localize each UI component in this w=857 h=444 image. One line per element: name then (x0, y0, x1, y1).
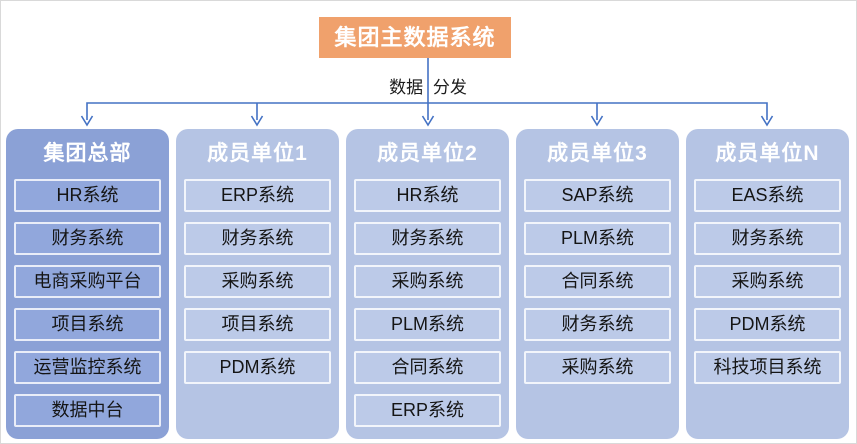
unit-column-1: 集团总部 HR系统财务系统电商采购平台项目系统运营监控系统数据中台 (6, 129, 169, 439)
arrowhead-icon (421, 115, 435, 127)
unit-column-3: 成员单位2 HR系统财务系统采购系统 PLM系统合同系统 ERP系统 (346, 129, 509, 439)
columns-container: 集团总部 HR系统财务系统电商采购平台项目系统运营监控系统数据中台 成员单位1 … (6, 129, 849, 439)
unit-column-header: 成员单位3 (547, 142, 648, 165)
system-item: ERP系统 (354, 394, 501, 427)
system-item: 财务系统 (14, 222, 161, 255)
unit-column-4: 成员单位3 SAP系统 PLM系统合同系统财务系统采购系统 (516, 129, 679, 439)
connector-horizontal-bar (86, 102, 768, 120)
unit-column-5: 成员单位N EAS系统财务系统采购系统 PDM系统科技项目系统 (686, 129, 849, 439)
system-item: 电商采购平台 (14, 265, 161, 298)
system-item: HR系统 (354, 179, 501, 212)
system-item: HR系统 (14, 179, 161, 212)
system-item: 项目系统 (14, 308, 161, 341)
system-item: 项目系统 (184, 308, 331, 341)
system-item: 采购系统 (694, 265, 841, 298)
system-item: 财务系统 (694, 222, 841, 255)
unit-column-2: 成员单位1 ERP系统财务系统采购系统项目系统 PDM系统 (176, 129, 339, 439)
unit-column-header: 成员单位N (715, 142, 820, 165)
system-item: PLM系统 (524, 222, 671, 255)
system-item: 采购系统 (524, 351, 671, 384)
arrowhead-icon (760, 115, 774, 127)
system-item: ERP系统 (184, 179, 331, 212)
system-item: 科技项目系统 (694, 351, 841, 384)
distribution-label: 数据 分发 (389, 78, 467, 97)
system-item: PDM系统 (184, 351, 331, 384)
arrowhead-icon (80, 115, 94, 127)
root-node: 集团主数据系统 (319, 17, 511, 58)
unit-column-header: 成员单位1 (207, 142, 308, 165)
unit-column-header: 集团总部 (43, 142, 132, 165)
system-item: PLM系统 (354, 308, 501, 341)
system-item: 合同系统 (524, 265, 671, 298)
system-item: EAS系统 (694, 179, 841, 212)
system-item: PDM系统 (694, 308, 841, 341)
system-item: 采购系统 (354, 265, 501, 298)
system-item: 运营监控系统 (14, 351, 161, 384)
system-item: SAP系统 (524, 179, 671, 212)
system-item: 财务系统 (354, 222, 501, 255)
unit-column-header: 成员单位2 (377, 142, 478, 165)
arrowhead-icon (590, 115, 604, 127)
system-item: 数据中台 (14, 394, 161, 427)
arrowhead-icon (250, 115, 264, 127)
system-item: 财务系统 (524, 308, 671, 341)
system-item: 财务系统 (184, 222, 331, 255)
system-item: 采购系统 (184, 265, 331, 298)
system-item: 合同系统 (354, 351, 501, 384)
